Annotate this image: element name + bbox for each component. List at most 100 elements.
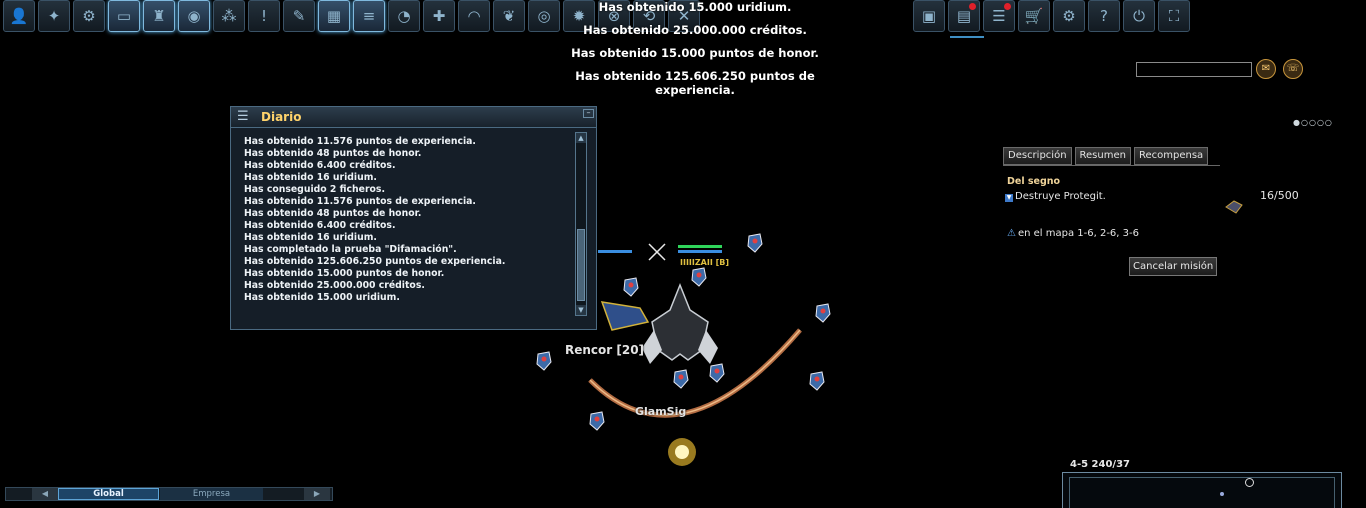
minimap[interactable] <box>1062 472 1342 508</box>
toolbar-left: 👤 ✦ ⚙ ▭ ♜ ◉ ⁂!✎ ▦ ≡ ◔ ✚ ◠ ❦ ◎✹⊗⟲✕ <box>3 0 700 34</box>
diario-log: Has obtenido 11.576 puntos de experienci… <box>244 136 564 304</box>
enemy-ship[interactable] <box>622 276 640 298</box>
hangar-icon: ⚙ <box>82 7 96 25</box>
scroll-up-arrow-icon[interactable]: ▲ <box>576 133 586 143</box>
screen-button[interactable]: ▭ <box>108 0 140 32</box>
eye-button[interactable]: ◎ <box>528 0 560 32</box>
log-line: Has obtenido 16 uridium. <box>244 172 377 183</box>
shop-button[interactable]: 🛒 <box>1018 0 1050 32</box>
quest-task: ▼Destruye Protegit. <box>1005 191 1106 202</box>
speed-button[interactable]: ◠ <box>458 0 490 32</box>
portal-icon <box>1245 478 1254 487</box>
pilot-button[interactable]: ◔ <box>388 0 420 32</box>
quest-maps-label: en el mapa 1-6, 2-6, 3-6 <box>1017 228 1139 239</box>
box-button[interactable]: ▣ <box>913 0 945 32</box>
fullscreen-icon: ⛶ <box>1168 7 1180 25</box>
fullscreen-button[interactable]: ⛶ <box>1158 0 1190 32</box>
log-line: Has completado la prueba "Difamación". <box>244 244 457 255</box>
gear-icon: ⚙ <box>1062 7 1076 25</box>
add-user-button[interactable]: ✚ <box>423 0 455 32</box>
hangar-button[interactable]: ⚙ <box>73 0 105 32</box>
log-button[interactable]: ≡ <box>353 0 385 32</box>
rocket-icon: ✦ <box>47 7 61 25</box>
ally-health-bar <box>598 250 632 253</box>
search-input[interactable] <box>1136 62 1252 77</box>
log-line: Has obtenido 125.606.250 puntos de exper… <box>244 256 506 267</box>
enemy-ship[interactable] <box>672 368 690 390</box>
map-icon: ▦ <box>326 7 342 25</box>
rocket-button[interactable]: ✦ <box>38 0 70 32</box>
chat-next-arrow-icon[interactable]: ▶ <box>304 488 330 500</box>
chat-button[interactable]: ☏ <box>1283 59 1303 79</box>
toolbar-right: ▣ ▤☰ 🛒 ⚙?⏻ ⛶ <box>913 0 1190 34</box>
player-ship[interactable] <box>642 282 718 364</box>
help-button[interactable]: ? <box>1088 0 1120 32</box>
enemy-ship[interactable] <box>708 362 726 384</box>
scroll-down-arrow-icon[interactable]: ▼ <box>576 305 586 315</box>
shop-icon: 🛒 <box>1024 7 1044 25</box>
gate-button[interactable]: ⊗ <box>598 0 630 32</box>
log-line: Has obtenido 6.400 créditos. <box>244 220 396 231</box>
scroll-thumb[interactable] <box>577 229 585 301</box>
galaxy-gate-button[interactable]: ◉ <box>178 0 210 32</box>
chat-icon: ☏ <box>1286 63 1300 74</box>
quest-button[interactable]: ▤ <box>948 0 980 32</box>
box-icon: ▣ <box>921 7 937 25</box>
user-button[interactable]: 👤 <box>3 0 35 32</box>
chat-tab-bar: ◀ Global Empresa ▶ <box>5 487 333 501</box>
enemy-ship[interactable] <box>535 350 553 372</box>
clan-button[interactable]: ♜ <box>143 0 175 32</box>
mail-button[interactable]: ✉ <box>1256 59 1276 79</box>
screen-icon: ▭ <box>116 7 132 25</box>
settings-cog-button[interactable]: ✹ <box>563 0 595 32</box>
pilot-icon: ◔ <box>397 7 411 25</box>
log-line: Has obtenido 48 puntos de honor. <box>244 208 422 219</box>
mail-icon: ✉ <box>1261 63 1271 74</box>
tab-descripcion[interactable]: Descripción <box>1003 147 1072 165</box>
log-line: Has obtenido 16 uridium. <box>244 232 377 243</box>
cancel-mission-button[interactable]: Cancelar misión <box>1129 257 1218 276</box>
chat-tab-empresa[interactable]: Empresa <box>160 488 263 500</box>
map-button[interactable]: ▦ <box>318 0 350 32</box>
alert-button[interactable]: ! <box>248 0 280 32</box>
quest-name: Del segno <box>1007 176 1061 187</box>
wings-icon: ❦ <box>502 7 516 25</box>
minimize-button[interactable]: – <box>583 109 594 118</box>
game-scene[interactable]: IIIIIZAII [B] Rencor [20] GlamSig <box>530 220 850 480</box>
quest-progress: 16/500 <box>1260 189 1299 202</box>
target-shield-bar <box>678 250 722 253</box>
sync-button[interactable]: ⟲ <box>633 0 665 32</box>
tools-button[interactable]: ✎ <box>283 0 315 32</box>
log-line: Has obtenido 48 puntos de honor. <box>244 148 422 159</box>
enemy-ship[interactable] <box>814 302 832 324</box>
group-button[interactable]: ⁂ <box>213 0 245 32</box>
diario-window[interactable]: ☰ Diario – Has obtenido 11.576 puntos de… <box>230 106 597 330</box>
group-icon: ⁂ <box>221 7 237 25</box>
gear-button[interactable]: ⚙ <box>1053 0 1085 32</box>
page-dots[interactable]: ●○○○○ <box>1293 118 1333 127</box>
menu-icon[interactable]: ☰ <box>237 109 249 124</box>
tab-resumen[interactable]: Resumen <box>1074 147 1131 165</box>
chat-prev-arrow-icon[interactable]: ◀ <box>32 488 58 500</box>
wings-button[interactable]: ❦ <box>493 0 525 32</box>
enemy-ship[interactable] <box>808 370 826 392</box>
enemy-ship[interactable] <box>690 266 708 288</box>
enemy-ship[interactable] <box>746 232 764 254</box>
chat-tab-global[interactable]: Global <box>58 488 159 500</box>
log-line: Has conseguido 2 ficheros. <box>244 184 385 195</box>
cross-button[interactable]: ✕ <box>668 0 700 32</box>
target-health-bar <box>678 245 722 248</box>
quest-tabs: Descripción Resumen Recompensa <box>1003 147 1209 165</box>
diario-scrollbar[interactable]: ▲ ▼ <box>575 132 587 316</box>
speed-icon: ◠ <box>467 7 481 25</box>
galaxy-gate-icon: ◉ <box>187 7 201 25</box>
log-line: Has obtenido 15.000 uridium. <box>244 292 400 303</box>
quest-maps: ⚠en el mapa 1-6, 2-6, 3-6 <box>1007 228 1139 239</box>
quest-tabs-divider <box>1003 165 1220 166</box>
enemy-ship[interactable] <box>588 410 606 432</box>
diario-header[interactable]: ☰ Diario – <box>231 107 596 128</box>
tab-recompensa[interactable]: Recompensa <box>1133 147 1209 165</box>
power-button[interactable]: ⏻ <box>1123 0 1155 32</box>
ally-ship[interactable] <box>600 301 650 331</box>
list-button[interactable]: ☰ <box>983 0 1015 32</box>
